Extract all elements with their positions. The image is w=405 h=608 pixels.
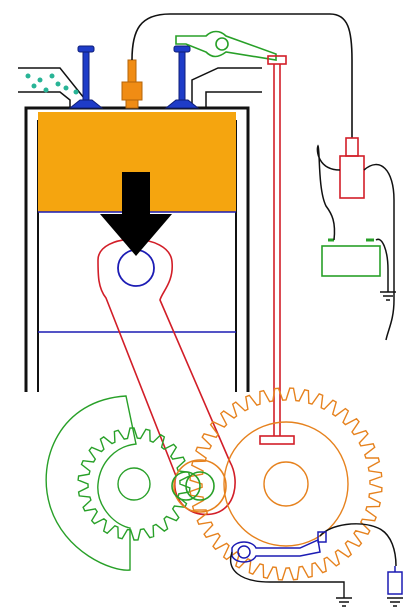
spark-plug-body <box>121 81 143 101</box>
fuel-mixture <box>25 73 79 95</box>
valve-head <box>164 99 200 109</box>
points-wire <box>319 523 397 567</box>
valve-cap <box>173 45 191 53</box>
spark-plug-terminal <box>127 59 137 83</box>
intake-valve <box>68 45 104 109</box>
exhaust-pipe-lower <box>205 91 262 108</box>
crank-journal-overlap <box>171 471 201 501</box>
fuel-droplet <box>31 83 37 89</box>
condenser <box>387 566 403 595</box>
down-arrow-icon <box>100 172 172 256</box>
fuel-droplet <box>55 81 61 87</box>
points-contact <box>317 531 327 543</box>
exhaust-manifold <box>191 67 262 108</box>
coil-primary-wire <box>363 163 395 341</box>
battery-ground-wire <box>375 238 389 288</box>
rocker-arm-body <box>175 30 277 61</box>
crank-gear-inner-ring <box>223 421 349 547</box>
crankshaft-gear <box>189 387 383 581</box>
rocker-arm <box>175 30 277 61</box>
crank-journal-inner <box>185 471 215 501</box>
valve-stem <box>82 51 90 105</box>
down-arrow-head <box>100 214 172 256</box>
condenser-body <box>387 571 403 595</box>
crank-hub <box>263 461 309 507</box>
crank-journal-outer <box>173 459 227 513</box>
ground-icon <box>380 288 396 301</box>
spark-plug <box>121 59 143 109</box>
coil-to-battery-wire <box>316 144 341 241</box>
spark-plug-base <box>125 99 139 109</box>
battery-body <box>321 245 381 277</box>
contact-breaker-points <box>231 531 327 563</box>
ground-icon <box>336 597 352 607</box>
ground-icon <box>387 597 403 607</box>
crank-gear-teeth <box>189 387 383 581</box>
cam-gear-teeth-path <box>77 427 191 541</box>
ignition-coil <box>339 137 365 199</box>
high-tension-wire <box>131 13 353 138</box>
valve-head <box>68 99 104 109</box>
fuel-droplet <box>73 89 79 95</box>
exhaust-valve <box>164 45 200 109</box>
primary-wiring <box>316 144 397 567</box>
cam-hub <box>117 467 151 501</box>
intake-pipe-lower <box>18 91 71 108</box>
pushrod-bottom-cap <box>259 435 295 445</box>
pushrod-top-cap <box>267 55 287 65</box>
fuel-droplet <box>37 77 43 83</box>
valve-stem <box>178 51 186 105</box>
points-arm <box>231 538 321 563</box>
exhaust-pipe-upper <box>191 67 262 108</box>
crank-gear-teeth-path <box>189 387 383 581</box>
rocker-pivot <box>215 37 229 51</box>
connecting-rod <box>97 238 236 516</box>
valve-cap <box>77 45 95 53</box>
fuel-droplet <box>25 73 31 79</box>
fuel-droplet <box>63 85 69 91</box>
fuel-droplet <box>43 87 49 93</box>
cam-lobe <box>45 395 137 571</box>
down-arrow-shaft <box>122 172 150 214</box>
camshaft <box>45 395 191 571</box>
fuel-droplet <box>49 73 55 79</box>
pushrod <box>259 55 295 445</box>
crank-journal <box>171 459 227 513</box>
coil-terminal <box>345 137 359 157</box>
battery <box>321 238 381 277</box>
coil-body <box>339 155 365 199</box>
cam-gear <box>77 427 191 541</box>
points-pivot <box>237 545 251 559</box>
points-ground-wire <box>230 551 345 598</box>
